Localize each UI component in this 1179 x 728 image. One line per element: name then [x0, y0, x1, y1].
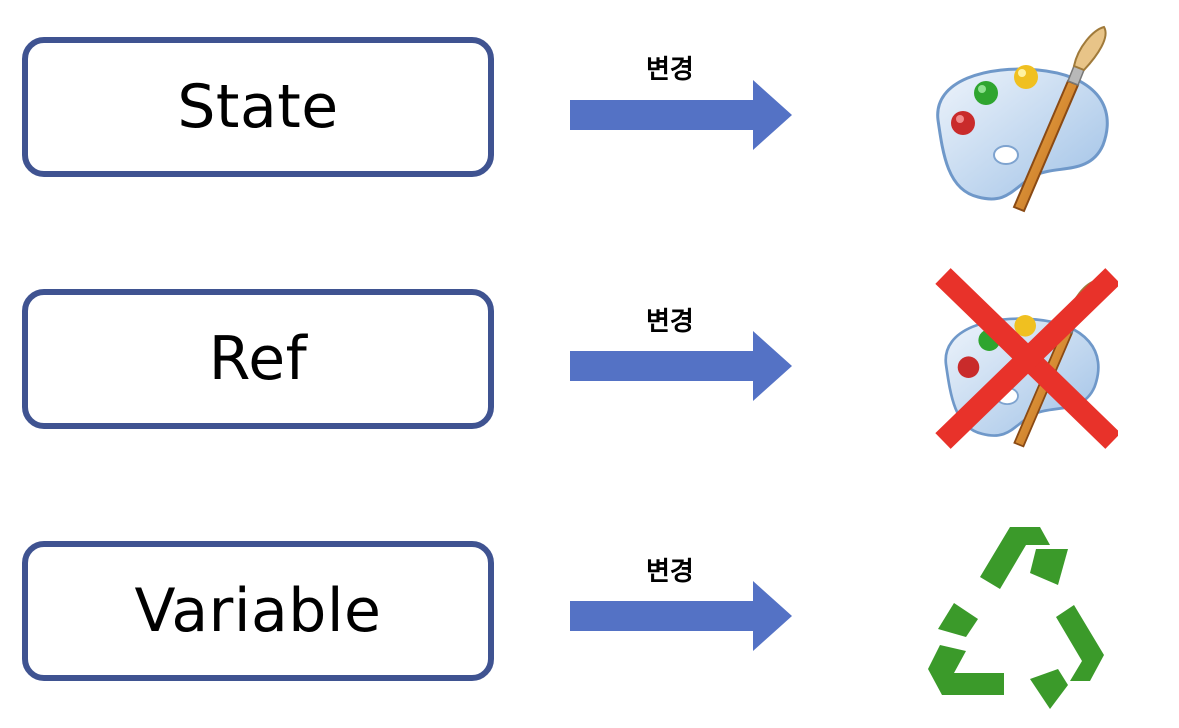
cross-icon — [935, 268, 1118, 449]
variable-arrow-label: 변경 — [646, 557, 694, 587]
row-variable: Variable 변경 — [0, 527, 1179, 709]
right-arrow-icon — [570, 581, 792, 651]
state-arrow-label: 변경 — [646, 55, 694, 85]
recycle-icon — [928, 527, 1104, 709]
ref-box: Ref — [22, 289, 494, 429]
right-arrow-icon — [570, 331, 792, 401]
paint-palette-icon — [936, 25, 1109, 213]
row-state: State 변경 — [0, 25, 1179, 213]
variable-label: Variable — [134, 576, 382, 646]
right-arrow-icon — [570, 80, 792, 150]
paint-palette-crossed-icon — [935, 268, 1118, 449]
ref-arrow-label: 변경 — [646, 307, 694, 337]
row-ref: Ref 변경 — [0, 268, 1179, 449]
state-box: State — [22, 37, 494, 177]
state-label: State — [177, 72, 339, 142]
variable-box: Variable — [22, 541, 494, 681]
ref-label: Ref — [208, 324, 308, 394]
